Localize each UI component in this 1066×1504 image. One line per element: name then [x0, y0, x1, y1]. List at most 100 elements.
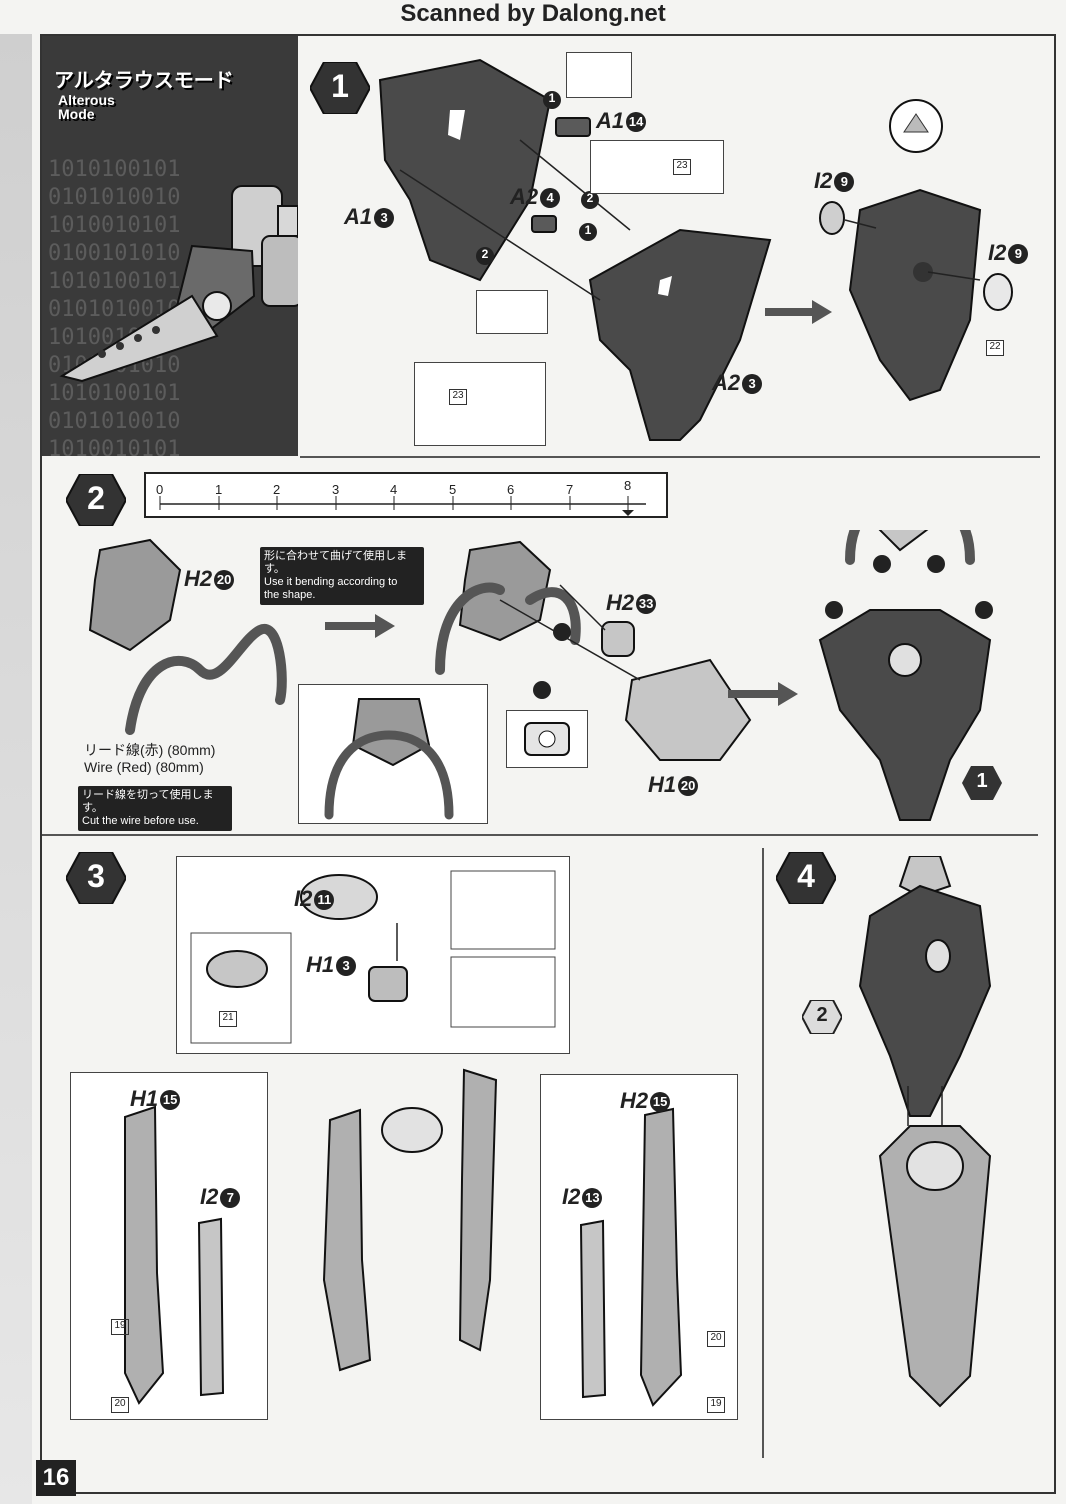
- h2-detail-callout: 20 19: [540, 1074, 738, 1420]
- cut-note-en: Cut the wire before use.: [82, 815, 199, 827]
- detail-callout: [476, 290, 548, 334]
- section-divider-1: [300, 456, 1040, 458]
- step4-diagram: [858, 856, 992, 1408]
- part-step2-assembly: [858, 884, 992, 1117]
- part-blade-assembly: [878, 1125, 992, 1408]
- side-stripe: [0, 34, 32, 1504]
- cut-note: リード線を切って使用します。 Cut the wire before use.: [78, 786, 232, 831]
- step-badge-3: 3: [65, 851, 127, 905]
- part-h1-15: [124, 1105, 165, 1405]
- ruler-tick: 4: [390, 482, 398, 497]
- bend-note: 形に合わせて曲げて使用します。 Use it bending according…: [260, 547, 424, 605]
- sticker-ref: 23: [673, 159, 691, 175]
- sticker-ref: 20: [111, 1397, 129, 1413]
- page-number: 16: [36, 1460, 76, 1496]
- ruler-tick: 3: [332, 482, 340, 497]
- bend-note-en: Use it bending according to: [264, 576, 398, 588]
- wire-caption-en: Wire (Red) (80mm): [84, 759, 204, 775]
- ruler-tick: 1: [215, 482, 223, 497]
- bend-note-en: the shape.: [264, 589, 316, 601]
- part-a2-4: [531, 215, 557, 233]
- sticker-ref: 21: [219, 1011, 237, 1027]
- step1-direction-arrow: [765, 300, 832, 324]
- part-a2-front: [588, 228, 772, 441]
- wire-caption-jp: リード線(赤) (80mm): [84, 742, 216, 758]
- cut-note-jp: リード線を切って使用します。: [82, 789, 214, 814]
- step-badge-4: 4: [775, 851, 837, 905]
- step3-subassembly-callout: 21: [176, 856, 570, 1054]
- page-frame: [40, 34, 1056, 1494]
- part-detail-callout: [506, 710, 588, 768]
- step2-direction-arrow-2: [728, 682, 798, 706]
- part-i2-9-right: [983, 273, 1013, 311]
- wire-length-ruler: 0 1 2 3 4 5 6 7 8: [144, 472, 668, 518]
- red-wire: [125, 624, 287, 735]
- part-h2-15: [639, 1107, 683, 1407]
- part-i2-9-left: [819, 201, 845, 235]
- part-step1-result: [848, 188, 982, 402]
- step-ref-number: 1: [976, 770, 988, 792]
- step-badge-2: 2: [65, 473, 127, 527]
- binary-background: 1010100101 0101010010 1010010101 0100101…: [48, 157, 181, 456]
- mode-banner: 1010100101 0101010010 1010010101 0100101…: [42, 36, 298, 456]
- scan-credit: Scanned by Dalong.net: [400, 0, 666, 27]
- sticker-callout: 23: [414, 362, 546, 446]
- ruler-tick: 6: [507, 482, 515, 497]
- detail-callout: [566, 52, 632, 98]
- part-h1-3: [368, 966, 408, 1002]
- part-a1-back: [378, 58, 552, 282]
- ruler-tick: 8: [624, 478, 632, 493]
- part-h2-33: [601, 621, 635, 657]
- section-divider-3: [762, 848, 764, 1458]
- step-badge-1: 1: [309, 61, 371, 115]
- part-i2-13: [579, 1219, 607, 1399]
- ruler-tick: 5: [449, 482, 457, 497]
- mode-title-en-1: Alterous: [58, 92, 115, 108]
- step-number-4: 4: [797, 858, 815, 894]
- sticker-ref: 22: [986, 340, 1004, 356]
- part-i2-7: [197, 1217, 225, 1397]
- part-h1-20: [624, 658, 752, 761]
- bend-note-jp: 形に合わせて曲げて使用します。: [264, 550, 407, 575]
- step2-diagram: [88, 530, 993, 821]
- sticker-ref: 20: [707, 1331, 725, 1347]
- mode-title-jp: アルタラウスモード: [54, 70, 234, 92]
- seq-marker: 2: [481, 247, 489, 261]
- ruler-tick: 7: [566, 482, 574, 497]
- wire-detail-callout: [298, 684, 488, 824]
- part-a1-14: [555, 117, 591, 137]
- step3-center-diagram: [322, 1068, 498, 1372]
- sticker-ref: 19: [111, 1319, 129, 1335]
- step-number-2: 2: [87, 480, 105, 516]
- step-number-3: 3: [87, 858, 105, 894]
- sticker-ref: 19: [707, 1397, 725, 1413]
- seq-marker: 2: [586, 191, 594, 205]
- ruler-tick: 2: [273, 482, 281, 497]
- step1-diagram: [378, 58, 1013, 441]
- step2-direction-arrow: [325, 614, 395, 638]
- seq-marker: 1: [584, 223, 592, 237]
- step-ref-number: 2: [816, 1004, 828, 1026]
- step-ref-1: 1: [962, 766, 1002, 800]
- weapon-illustration: [59, 185, 298, 383]
- seq-marker: 1: [548, 91, 556, 105]
- h1-detail-callout: 19 20: [70, 1072, 268, 1420]
- section-divider-2: [42, 834, 1038, 836]
- wire-caption: リード線(赤) (80mm) Wire (Red) (80mm): [84, 742, 215, 776]
- part-h2-20: [88, 538, 182, 652]
- step-number-1: 1: [331, 68, 349, 104]
- ruler-tick: 0: [156, 482, 164, 497]
